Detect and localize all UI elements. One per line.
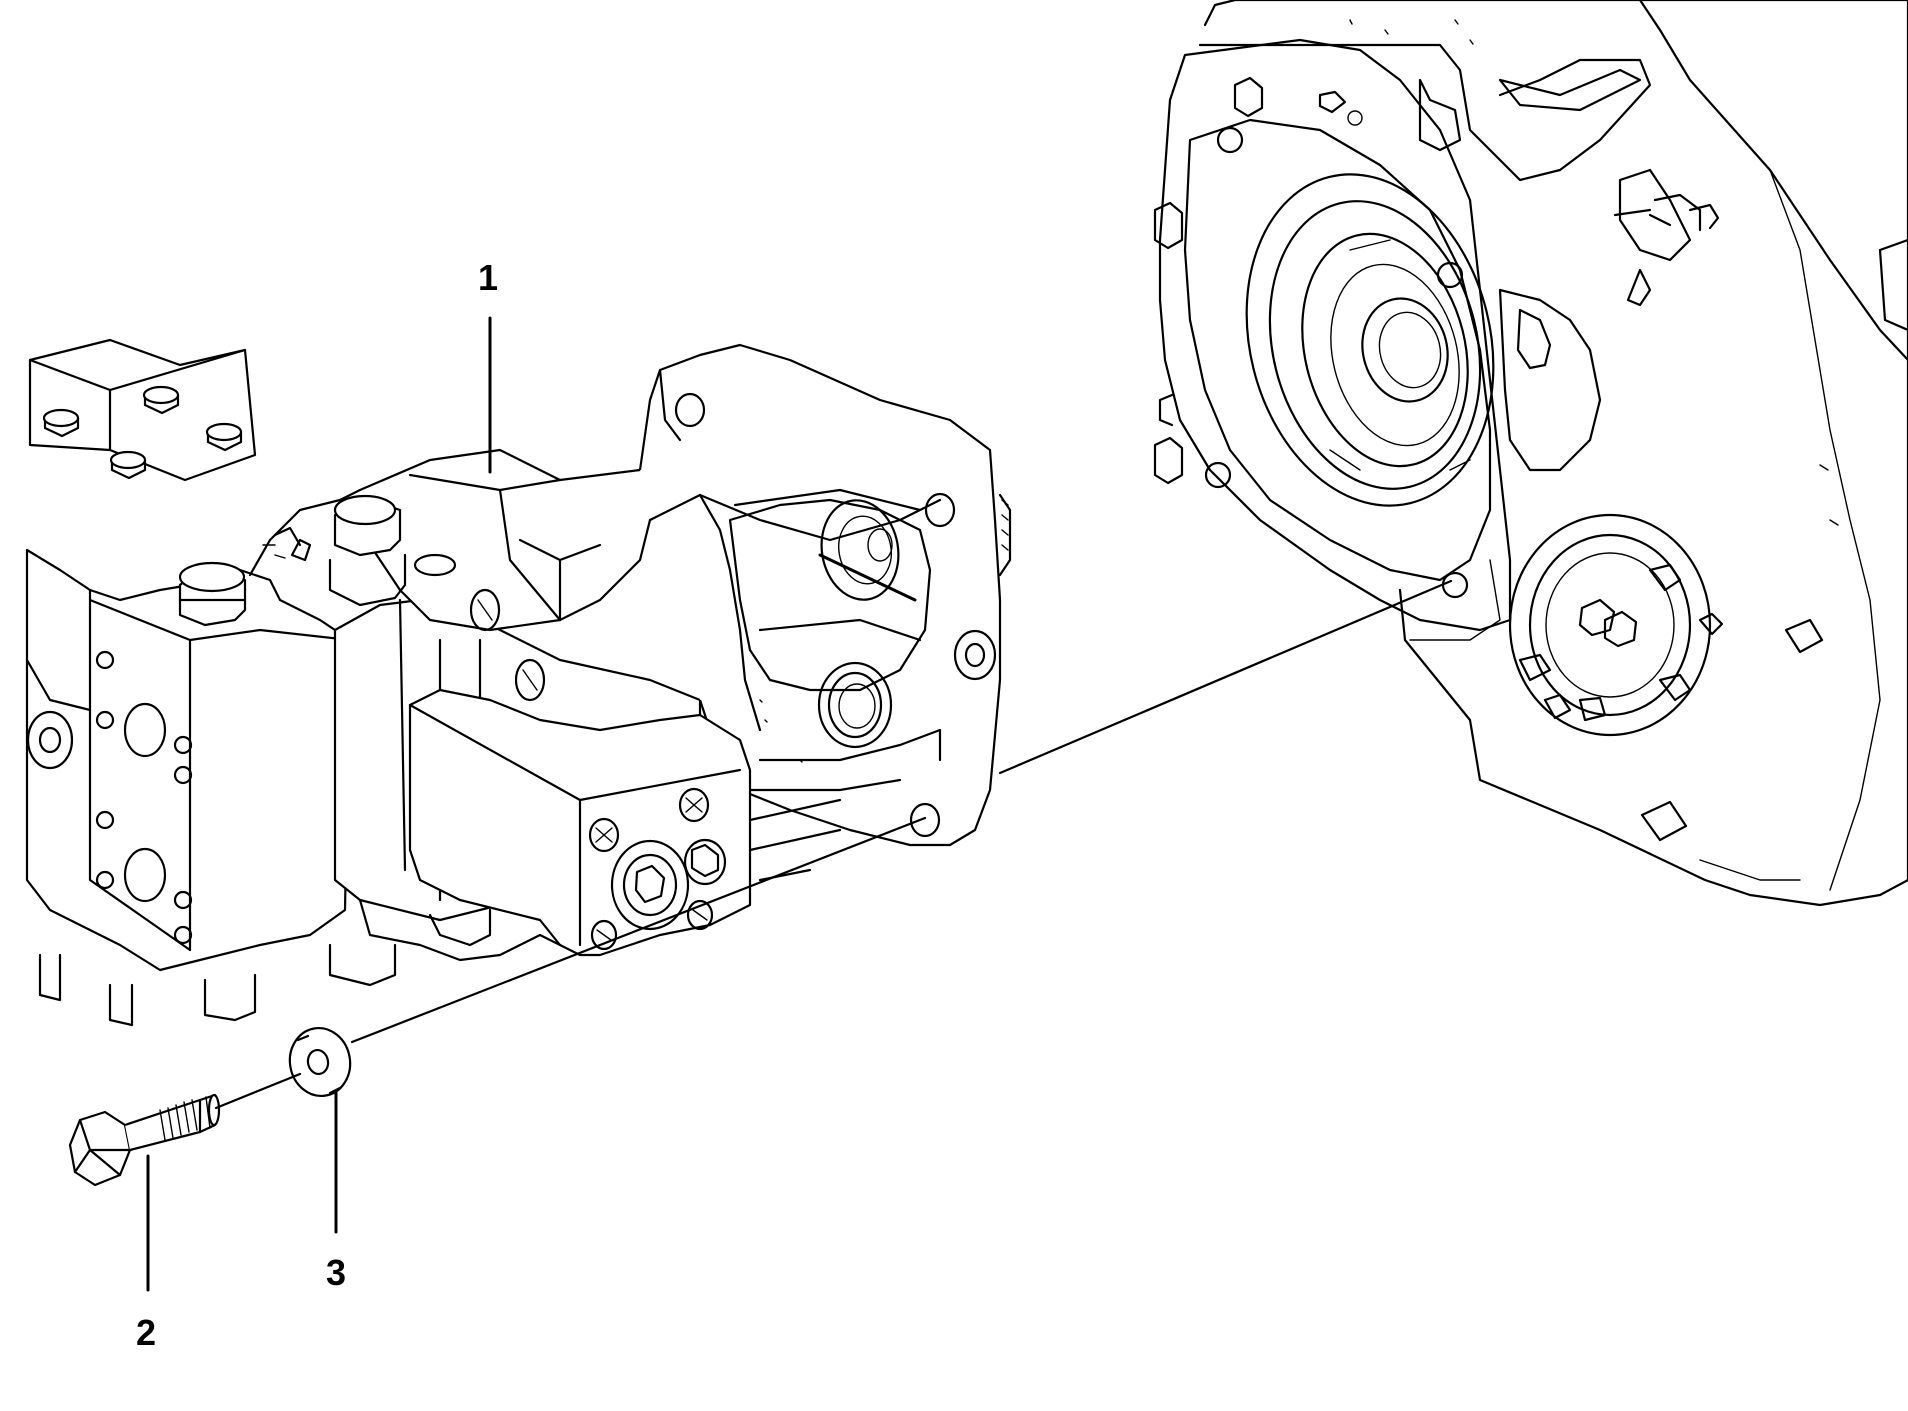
callout-1-label: 1	[478, 257, 498, 298]
hydraulic-pump	[25, 338, 1012, 1027]
assembly-line-bolt-to-washer	[214, 1072, 302, 1110]
leader-lines	[146, 316, 492, 1292]
assembly-line-flange	[998, 579, 1453, 775]
top-cap-screws	[42, 385, 243, 480]
transmission-housing	[1153, 0, 1908, 907]
callout-labels: 1 2 3	[136, 257, 498, 1353]
callout-2-label: 2	[136, 1312, 156, 1353]
hex-bolt	[68, 1093, 221, 1187]
assembly-line-washer-to-pump	[350, 816, 927, 1044]
callout-3-label: 3	[326, 1252, 346, 1293]
washer	[288, 1027, 352, 1097]
assembly-lines	[214, 579, 1453, 1110]
